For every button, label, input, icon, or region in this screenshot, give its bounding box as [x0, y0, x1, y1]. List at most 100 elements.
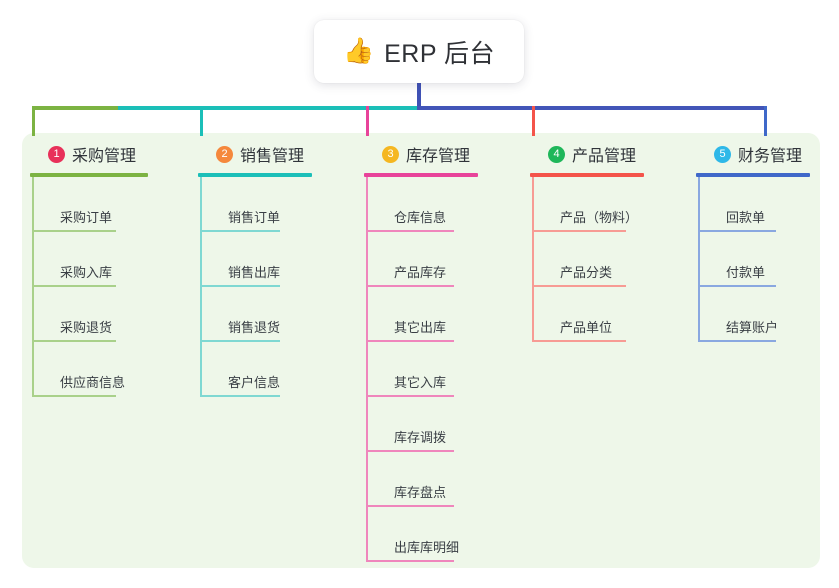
root-trunk-connector	[417, 83, 421, 108]
branch-item[interactable]: 采购订单	[32, 177, 148, 232]
branch-item[interactable]: 销售订单	[200, 177, 312, 232]
branch-item-label: 采购订单	[60, 210, 113, 225]
branch-number-badge: 1	[48, 145, 65, 163]
drop-blue	[764, 106, 767, 136]
branch-item[interactable]: 产品分类	[532, 232, 644, 287]
branch-item[interactable]: 产品库存	[366, 232, 478, 287]
branches-panel	[22, 133, 820, 568]
drop-pink	[366, 106, 369, 136]
branch-item-label: 供应商信息	[60, 375, 126, 390]
branch-item[interactable]: 产品（物料）	[532, 177, 644, 232]
branch-item-label: 库存调拨	[394, 430, 447, 445]
branch-item[interactable]: 结算账户	[698, 287, 810, 342]
branch-item-rule	[368, 450, 454, 452]
branch-spine	[32, 177, 34, 397]
branch-number-badge: 4	[548, 145, 565, 163]
branch-header-rule	[364, 173, 478, 177]
branch-number-badge: 5	[714, 145, 731, 163]
branch-item-label: 销售订单	[228, 210, 281, 225]
branch-item-label: 产品分类	[560, 265, 613, 280]
branch-column-销售管理: 2 销售管理销售订单销售出库销售退货客户信息	[198, 142, 312, 397]
branch-item-label: 产品单位	[560, 320, 613, 335]
branch-item-rule	[202, 230, 280, 232]
branch-spine	[698, 177, 700, 342]
branch-item[interactable]: 供应商信息	[32, 342, 148, 397]
branch-item[interactable]: 出库库明细	[366, 507, 478, 562]
branch-item-rule	[700, 340, 776, 342]
branch-item-label: 销售出库	[228, 265, 281, 280]
branch-item[interactable]: 其它入库	[366, 342, 478, 397]
branch-item-rule	[34, 340, 116, 342]
branch-header-销售管理[interactable]: 2 销售管理	[198, 142, 312, 166]
branch-item-label: 出库库明细	[394, 540, 460, 555]
branch-label: 采购管理	[72, 148, 137, 165]
branch-item[interactable]: 产品单位	[532, 287, 644, 342]
branch-item-label: 采购退货	[60, 320, 113, 335]
branch-items: 销售订单销售出库销售退货客户信息	[198, 177, 312, 397]
branch-item[interactable]: 其它出库	[366, 287, 478, 342]
branch-header-采购管理[interactable]: 1 采购管理	[30, 142, 148, 166]
branch-item-rule	[202, 395, 280, 397]
branch-item-label: 结算账户	[726, 320, 779, 335]
branch-item[interactable]: 回款单	[698, 177, 810, 232]
branch-item-rule	[202, 285, 280, 287]
branch-item-rule	[368, 560, 454, 562]
branch-spine	[532, 177, 534, 342]
branch-item-rule	[368, 285, 454, 287]
branch-item-label: 仓库信息	[394, 210, 447, 225]
branch-item-label: 付款单	[726, 265, 766, 280]
drop-teal	[200, 106, 203, 136]
branch-item-rule	[202, 340, 280, 342]
branch-header-财务管理[interactable]: 5 财务管理	[696, 142, 810, 166]
root-title: ERP 后台	[384, 39, 496, 68]
thumbs-up-icon: 👍	[342, 37, 375, 65]
branch-item-label: 其它出库	[394, 320, 447, 335]
branch-header-rule	[530, 173, 644, 177]
branch-item-label: 客户信息	[228, 375, 281, 390]
branch-item[interactable]: 销售退货	[200, 287, 312, 342]
root-node[interactable]: 👍 ERP 后台	[314, 20, 524, 83]
branch-item-rule	[34, 230, 116, 232]
branch-spine	[200, 177, 202, 397]
drop-green	[32, 106, 35, 136]
drop-red	[532, 106, 535, 136]
branch-item[interactable]: 仓库信息	[366, 177, 478, 232]
branch-item-rule	[534, 285, 626, 287]
branch-item[interactable]: 销售出库	[200, 232, 312, 287]
branch-item[interactable]: 采购入库	[32, 232, 148, 287]
branch-item-label: 采购入库	[60, 265, 113, 280]
branch-item-label: 产品库存	[394, 265, 447, 280]
branch-item-rule	[368, 340, 454, 342]
branch-item-rule	[368, 230, 454, 232]
branch-header-rule	[198, 173, 312, 177]
branch-items: 仓库信息产品库存其它出库其它入库库存调拨库存盘点出库库明细	[364, 177, 478, 562]
branch-item-label: 产品（物料）	[560, 210, 639, 225]
branch-header-rule	[696, 173, 810, 177]
branch-item[interactable]: 客户信息	[200, 342, 312, 397]
branch-item-rule	[700, 285, 776, 287]
branch-column-财务管理: 5 财务管理回款单付款单结算账户	[696, 142, 810, 342]
branch-item[interactable]: 库存调拨	[366, 397, 478, 452]
branch-number-badge: 2	[216, 145, 233, 163]
branch-header-rule	[30, 173, 148, 177]
branch-label: 财务管理	[738, 148, 803, 165]
branch-item[interactable]: 采购退货	[32, 287, 148, 342]
branch-item-label: 其它入库	[394, 375, 447, 390]
branch-item-rule	[368, 505, 454, 507]
branch-item-rule	[34, 285, 116, 287]
branch-column-采购管理: 1 采购管理采购订单采购入库采购退货供应商信息	[30, 142, 148, 397]
branch-item-rule	[34, 395, 116, 397]
branch-label: 销售管理	[240, 148, 305, 165]
branch-item-label: 回款单	[726, 210, 766, 225]
bus-segment-indigo	[417, 106, 766, 110]
branch-item-label: 库存盘点	[394, 485, 447, 500]
branch-item[interactable]: 付款单	[698, 232, 810, 287]
bus-segment-green	[32, 106, 118, 110]
branch-items: 采购订单采购入库采购退货供应商信息	[30, 177, 148, 397]
branch-item[interactable]: 库存盘点	[366, 452, 478, 507]
branch-item-label: 销售退货	[228, 320, 281, 335]
branch-item-rule	[534, 340, 626, 342]
